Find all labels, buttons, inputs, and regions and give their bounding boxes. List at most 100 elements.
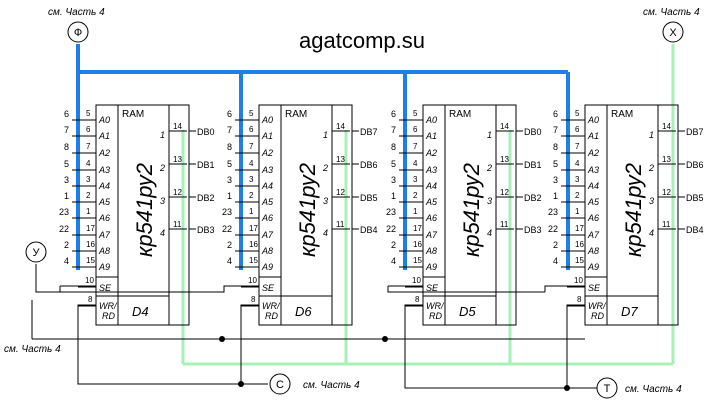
chip-ram-label: RAM <box>122 109 144 120</box>
address-pin-label: A4 <box>425 181 437 191</box>
address-bus-number: 22 <box>548 224 558 234</box>
data-signal-label: DB5 <box>686 193 704 203</box>
address-pin-label: A4 <box>587 181 599 191</box>
page-title: agatcomp.su <box>299 28 425 53</box>
part-ref-top-right: см. Часть 4 <box>643 7 700 18</box>
wr-pin-label: WR/ <box>262 301 281 311</box>
data-pin-outer-number: 13 <box>173 155 182 164</box>
se-pin-number: 10 <box>248 276 257 285</box>
data-pin-outer-number: 13 <box>336 155 345 164</box>
address-pin-label: A0 <box>587 115 599 125</box>
data-pin-inner-number: 2 <box>486 163 492 173</box>
se-pin-label: SE <box>99 283 112 293</box>
address-pin-number: 7 <box>575 142 580 151</box>
address-pin-label: A2 <box>261 148 273 158</box>
data-pin-inner-number: 2 <box>322 163 328 173</box>
address-bus-number: 22 <box>59 224 69 234</box>
chip-type-label: кр541ру2 <box>621 163 646 257</box>
se-line-u-d6 <box>35 264 259 293</box>
address-pin-label: A3 <box>587 165 599 175</box>
address-pin-number: 16 <box>86 240 95 249</box>
chip-designator: D4 <box>132 304 149 319</box>
address-pin-number: 3 <box>86 175 91 184</box>
wr-line-d4 <box>77 304 241 385</box>
address-pin-label: A5 <box>261 197 274 207</box>
address-bus-number: 4 <box>227 256 232 266</box>
junction-dot <box>219 336 225 342</box>
address-bus-number: 1 <box>227 191 232 201</box>
address-pin-label: A7 <box>98 230 111 240</box>
data-signal-label: DB1 <box>197 160 215 170</box>
connector-c <box>269 373 291 395</box>
chip-type-label: кр541ру2 <box>132 163 157 257</box>
data-pin-outer-number: 12 <box>173 188 182 197</box>
address-pin-label: A0 <box>425 115 437 125</box>
address-bus-number: 23 <box>386 207 396 217</box>
address-bus-number: 1 <box>391 191 396 201</box>
address-pin-number: 16 <box>575 240 584 249</box>
rd-pin-label: RD <box>591 311 604 321</box>
address-bus-number: 8 <box>391 142 396 152</box>
junction-dot <box>564 385 570 391</box>
address-pin-number: 6 <box>86 125 91 134</box>
address-bus-number: 5 <box>227 159 232 169</box>
address-bus-number: 2 <box>227 240 232 250</box>
address-pin-label: A2 <box>425 148 437 158</box>
address-pin-number: 16 <box>413 240 422 249</box>
address-pin-number: 2 <box>575 191 580 200</box>
address-pin-number: 3 <box>575 175 580 184</box>
address-pin-label: A7 <box>261 230 274 240</box>
connector-x-label: X <box>669 27 677 39</box>
address-pin-label: A9 <box>425 262 437 272</box>
address-pin-label: A1 <box>98 131 110 141</box>
data-pin-inner-number: 3 <box>323 196 328 206</box>
data-signal-label: DB1 <box>524 160 542 170</box>
data-signal-label: DB4 <box>686 225 704 235</box>
data-pin-outer-number: 13 <box>500 155 509 164</box>
address-bus-number: 2 <box>553 240 558 250</box>
address-bus-number: 3 <box>553 175 558 185</box>
address-pin-number: 2 <box>413 191 418 200</box>
address-bus-number: 1 <box>553 191 558 201</box>
data-signal-label: DB0 <box>197 127 215 137</box>
address-pin-number: 7 <box>249 142 254 151</box>
rd-pin-label: RD <box>102 311 115 321</box>
data-pin-outer-number: 12 <box>336 188 345 197</box>
data-signal-label: DB2 <box>524 193 542 203</box>
address-pin-label: A9 <box>261 262 273 272</box>
wr-line-d5 <box>404 304 567 389</box>
junction-dot <box>238 381 244 387</box>
data-signal-label: DB0 <box>524 127 542 137</box>
address-pin-label: A6 <box>261 213 273 223</box>
address-bus-number: 22 <box>222 224 232 234</box>
address-bus-number: 7 <box>227 125 232 135</box>
address-pin-label: A3 <box>261 165 273 175</box>
data-signal-label: DB3 <box>524 225 542 235</box>
address-pin-label: A8 <box>261 246 273 256</box>
se-pin-number: 10 <box>574 276 583 285</box>
address-pin-number: 17 <box>413 224 422 233</box>
address-pin-label: A1 <box>261 131 273 141</box>
data-signal-label: DB7 <box>686 127 704 137</box>
address-pin-label: A5 <box>587 197 600 207</box>
chip-data-column <box>331 104 353 326</box>
address-bus-number: 6 <box>553 109 558 119</box>
address-pin-number: 1 <box>249 207 254 216</box>
data-pin-outer-number: 11 <box>500 220 509 229</box>
address-bus-number: 3 <box>391 175 396 185</box>
data-pin-outer-number: 14 <box>662 122 671 131</box>
address-pin-number: 15 <box>575 256 584 265</box>
address-pin-label: A0 <box>261 115 273 125</box>
data-pin-inner-number: 2 <box>159 163 165 173</box>
data-signal-label: DB6 <box>360 160 378 170</box>
address-bus-number: 7 <box>391 125 396 135</box>
data-signal-label: DB4 <box>360 225 378 235</box>
address-bus-number: 5 <box>64 159 69 169</box>
address-pin-number: 17 <box>575 224 584 233</box>
address-pin-label: A7 <box>587 230 600 240</box>
address-pin-number: 5 <box>413 109 418 118</box>
